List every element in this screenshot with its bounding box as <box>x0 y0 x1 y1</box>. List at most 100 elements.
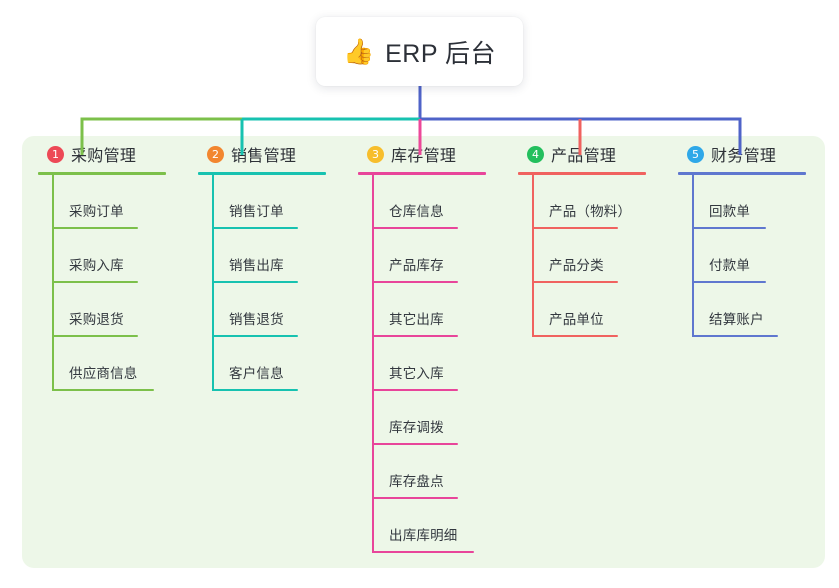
branch-title: 销售管理 <box>231 148 297 165</box>
branch-index-badge: 5 <box>687 145 704 163</box>
branch-item[interactable]: 采购退货 <box>52 283 196 337</box>
item-underline <box>52 227 138 229</box>
item-underline <box>212 389 298 391</box>
branch-column-5: 5 财务管理回款单付款单结算账户 <box>678 136 836 337</box>
branch-column-1: 1 采购管理采购订单采购入库采购退货供应商信息 <box>38 136 196 391</box>
item-spine <box>532 283 534 337</box>
item-label: 产品库存 <box>389 258 444 273</box>
item-underline <box>52 389 154 391</box>
branch-item[interactable]: 产品（物料） <box>532 175 676 229</box>
item-underline <box>52 281 138 283</box>
branch-header-1[interactable]: 1 采购管理 <box>38 136 196 172</box>
item-underline <box>52 335 138 337</box>
item-label: 销售出库 <box>229 258 284 273</box>
item-spine <box>372 283 374 337</box>
branch-item-list: 采购订单采购入库采购退货供应商信息 <box>38 175 196 391</box>
item-underline <box>372 227 458 229</box>
item-spine <box>532 229 534 283</box>
item-label: 库存盘点 <box>389 474 444 489</box>
item-underline <box>212 335 298 337</box>
item-label: 仓库信息 <box>389 204 444 219</box>
item-underline <box>372 443 458 445</box>
item-underline <box>372 281 458 283</box>
branch-item-list: 回款单付款单结算账户 <box>678 175 836 337</box>
branch-item[interactable]: 销售退货 <box>212 283 356 337</box>
item-spine <box>692 283 694 337</box>
branch-item[interactable]: 采购订单 <box>52 175 196 229</box>
branch-panel-background <box>22 136 825 568</box>
branch-item-list: 销售订单销售出库销售退货客户信息 <box>198 175 356 391</box>
item-underline <box>212 281 298 283</box>
branch-index-badge: 1 <box>47 145 64 163</box>
item-spine <box>372 175 374 229</box>
branch-title: 库存管理 <box>391 148 457 165</box>
branch-index-badge: 3 <box>367 145 384 163</box>
branch-index-badge: 4 <box>527 145 544 163</box>
item-spine <box>692 229 694 283</box>
item-label: 库存调拨 <box>389 420 444 435</box>
branch-header-5[interactable]: 5 财务管理 <box>678 136 836 172</box>
branch-item[interactable]: 出库库明细 <box>372 499 516 553</box>
item-label: 结算账户 <box>709 312 764 327</box>
branch-item[interactable]: 库存盘点 <box>372 445 516 499</box>
item-underline <box>532 227 618 229</box>
item-label: 销售退货 <box>229 312 284 327</box>
branch-item[interactable]: 产品库存 <box>372 229 516 283</box>
branch-header-underline <box>198 172 326 175</box>
branch-item[interactable]: 客户信息 <box>212 337 356 391</box>
thumbs-up-icon: 👍 <box>342 38 375 66</box>
item-label: 产品单位 <box>549 312 604 327</box>
branch-columns: 1 采购管理采购订单采购入库采购退货供应商信息 2 销售管理销售订单销售出库销售退货客… <box>22 136 825 568</box>
root-node-content: 👍 ERP 后台 <box>343 34 496 70</box>
branch-header-underline <box>518 172 646 175</box>
branch-item[interactable]: 结算账户 <box>692 283 836 337</box>
item-label: 其它入库 <box>389 366 444 381</box>
item-label: 客户信息 <box>229 366 284 381</box>
item-spine <box>212 337 214 391</box>
item-label: 其它出库 <box>389 312 444 327</box>
item-underline <box>692 335 778 337</box>
branch-column-2: 2 销售管理销售订单销售出库销售退货客户信息 <box>198 136 356 391</box>
item-spine <box>52 229 54 283</box>
item-underline <box>212 227 298 229</box>
item-underline <box>372 497 458 499</box>
branch-item[interactable]: 采购入库 <box>52 229 196 283</box>
branch-item[interactable]: 仓库信息 <box>372 175 516 229</box>
branch-header-3[interactable]: 3 库存管理 <box>358 136 516 172</box>
branch-title: 财务管理 <box>711 148 777 165</box>
branch-item[interactable]: 供应商信息 <box>52 337 196 391</box>
item-label: 出库库明细 <box>389 528 458 543</box>
branch-header-underline <box>678 172 806 175</box>
branch-index-badge: 2 <box>207 145 224 163</box>
item-label: 回款单 <box>709 204 751 219</box>
item-spine <box>372 391 374 445</box>
branch-header-2[interactable]: 2 销售管理 <box>198 136 356 172</box>
branch-item[interactable]: 回款单 <box>692 175 836 229</box>
item-spine <box>52 175 54 229</box>
item-label: 产品（物料） <box>549 204 632 219</box>
item-label: 供应商信息 <box>69 366 138 381</box>
item-spine <box>212 229 214 283</box>
branch-item[interactable]: 销售订单 <box>212 175 356 229</box>
branch-item[interactable]: 付款单 <box>692 229 836 283</box>
branch-item[interactable]: 产品单位 <box>532 283 676 337</box>
branch-item[interactable]: 其它出库 <box>372 283 516 337</box>
branch-item[interactable]: 产品分类 <box>532 229 676 283</box>
branch-header-underline <box>38 172 166 175</box>
branch-item[interactable]: 库存调拨 <box>372 391 516 445</box>
branch-item[interactable]: 销售出库 <box>212 229 356 283</box>
item-spine <box>52 283 54 337</box>
branch-item-list: 仓库信息产品库存其它出库其它入库库存调拨库存盘点出库库明细 <box>358 175 516 553</box>
branch-item-list: 产品（物料） 产品分类产品单位 <box>518 175 676 337</box>
item-spine <box>692 175 694 229</box>
branch-header-underline <box>358 172 486 175</box>
item-underline <box>532 281 618 283</box>
item-spine <box>212 175 214 229</box>
branch-item[interactable]: 其它入库 <box>372 337 516 391</box>
item-spine <box>372 499 374 553</box>
branch-title: 采购管理 <box>71 148 137 165</box>
root-node-card[interactable]: 👍 ERP 后台 <box>316 17 523 86</box>
